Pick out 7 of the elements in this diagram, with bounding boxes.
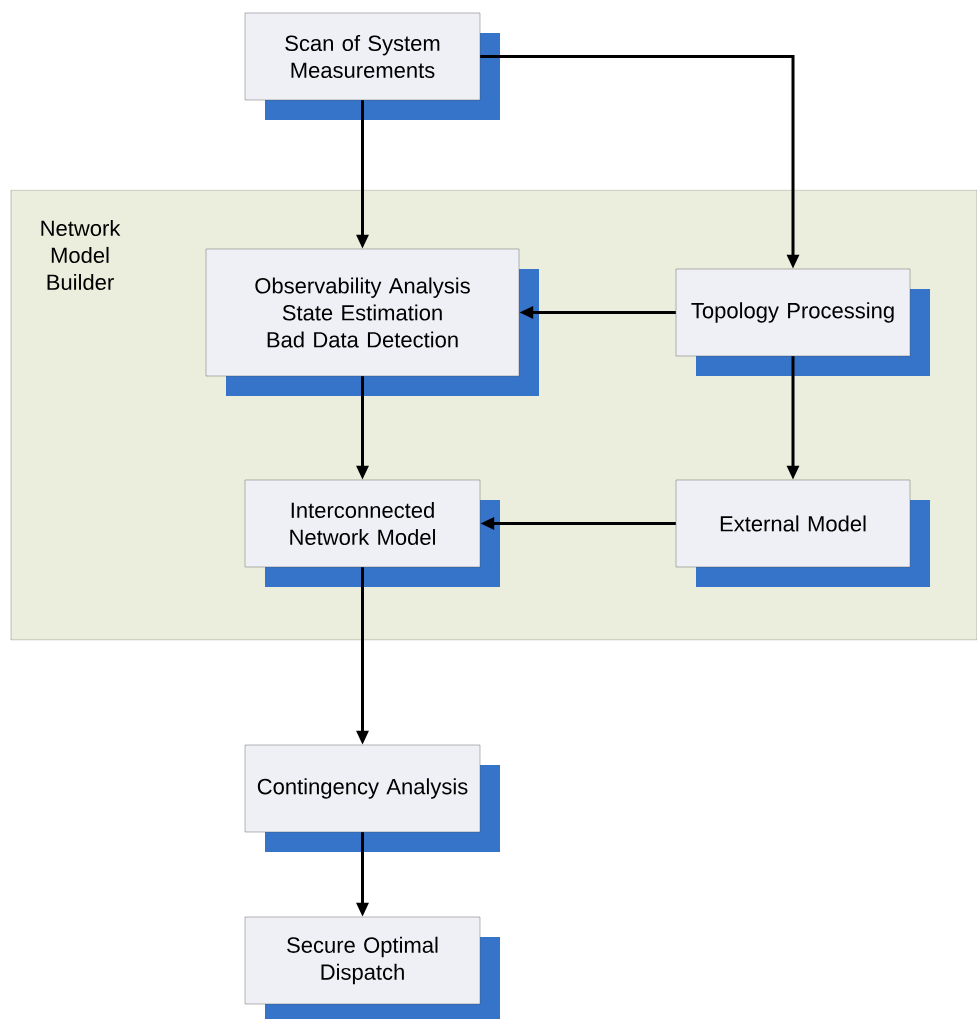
process-box: External Model	[675, 479, 930, 587]
process-box: Interconnected Network Model	[244, 479, 500, 587]
process-box: Observability Analysis State Estimation Bad Data Detection	[205, 248, 539, 396]
process-box: Secure Optimal Dispatch	[244, 916, 500, 1019]
process-box: Topology Processing	[675, 268, 930, 376]
process-box: Scan of System Measurements	[244, 12, 500, 120]
process-box: Contingency Analysis	[244, 744, 500, 852]
